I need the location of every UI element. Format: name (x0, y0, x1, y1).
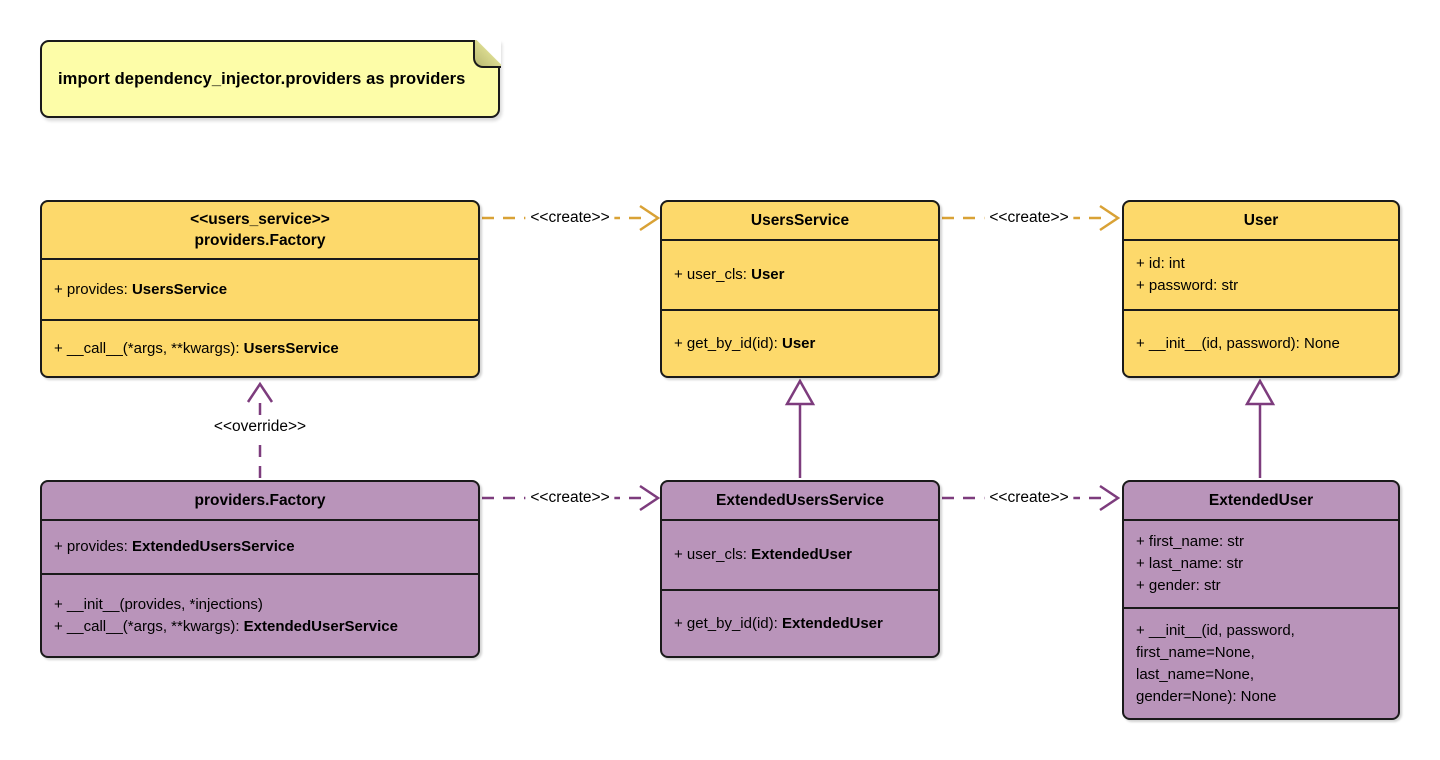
class-methods: + get_by_id(id): User (662, 309, 938, 376)
class-stereotype: <<users_service>> (190, 211, 330, 228)
hollow-triangle-icon (1244, 378, 1276, 406)
arrowhead-open-icon (1099, 484, 1121, 512)
class-attributes: + provides: ExtendedUsersService (42, 519, 478, 573)
class-attributes: + provides: UsersService (42, 258, 478, 319)
inheritance-arrow-user (1244, 378, 1276, 478)
edge-label-create: <<create>> (525, 209, 615, 227)
member-line: + last_name: str (1136, 555, 1244, 572)
member-line: + __init__(id, password): None (1136, 334, 1340, 352)
import-note-text: import dependency_injector.providers as … (58, 69, 466, 88)
member-line: + gender: str (1136, 577, 1221, 594)
import-note: import dependency_injector.providers as … (40, 39, 501, 118)
edge-label-override: <<override>> (208, 418, 312, 436)
arrowhead-open-icon (639, 204, 661, 232)
class-extended-users-service: ExtendedUsersService + user_cls: Extende… (660, 480, 940, 658)
class-header: User (1124, 202, 1398, 239)
class-methods: + get_by_id(id): ExtendedUser (662, 589, 938, 656)
arrowhead-open-icon (1099, 204, 1121, 232)
class-methods: + __call__(*args, **kwargs): UsersServic… (42, 319, 478, 376)
class-attributes: + id: int + password: str (1124, 239, 1398, 309)
member-line: + first_name: str (1136, 533, 1244, 550)
edge-label-create: <<create>> (984, 489, 1074, 507)
class-header: ExtendedUser (1124, 482, 1398, 519)
edge-label-create: <<create>> (984, 209, 1074, 227)
member-line: + id: int (1136, 255, 1185, 272)
member-line: + __call__(*args, **kwargs): ExtendedUse… (54, 617, 398, 635)
class-title: ExtendedUser (1208, 492, 1314, 509)
class-methods: + __init__(id, password, first_name=None,… (1124, 607, 1398, 718)
member-line: + provides: ExtendedUsersService (54, 538, 295, 555)
member-line: + get_by_id(id): User (674, 334, 816, 352)
class-header: providers.Factory (42, 482, 478, 519)
member-line: + __call__(*args, **kwargs): UsersServic… (54, 339, 339, 357)
member-line: + user_cls: User (674, 266, 785, 283)
class-extended-user: ExtendedUser + first_name: str + last_nam… (1122, 480, 1400, 720)
class-attributes: + first_name: str + last_name: str + gende… (1124, 519, 1398, 607)
class-header: UsersService (662, 202, 938, 239)
member-line: last_name=None, (1136, 665, 1254, 683)
member-line: first_name=None, (1136, 643, 1255, 661)
class-title: UsersService (750, 212, 850, 229)
class-title: providers.Factory (194, 232, 326, 249)
member-line: + get_by_id(id): ExtendedUser (674, 614, 883, 632)
member-line: + __init__(id, password, (1136, 621, 1295, 639)
class-methods: + __init__(id, password): None (1124, 309, 1398, 376)
member-line: + __init__(provides, *injections) (54, 595, 263, 613)
note-folded-corner-icon (472, 39, 501, 68)
class-attributes: + user_cls: ExtendedUser (662, 519, 938, 589)
class-header: ExtendedUsersService (662, 482, 938, 519)
class-users-service: UsersService + user_cls: User + get_by_i… (660, 200, 940, 378)
arrowhead-open-icon (639, 484, 661, 512)
member-line: + user_cls: ExtendedUser (674, 546, 852, 563)
hollow-triangle-icon (784, 378, 816, 406)
class-header: <<users_service>> providers.Factory (42, 202, 478, 258)
class-title: providers.Factory (194, 492, 326, 509)
member-line: + password: str (1136, 277, 1239, 294)
inheritance-arrow-users-service (784, 378, 816, 478)
class-methods: + __init__(provides, *injections) + __cal… (42, 573, 478, 656)
class-attributes: + user_cls: User (662, 239, 938, 309)
edge-label-create: <<create>> (525, 489, 615, 507)
member-line: + provides: UsersService (54, 280, 228, 298)
class-factory-extended: providers.Factory + provides: ExtendedUs… (40, 480, 480, 658)
member-line: gender=None): None (1136, 687, 1277, 705)
class-title: ExtendedUsersService (715, 492, 884, 509)
class-user: User + id: int + password: str + __init__… (1122, 200, 1400, 378)
class-factory-users-service: <<users_service>> providers.Factory + pr… (40, 200, 480, 378)
class-title: User (1243, 212, 1279, 229)
arrowhead-open-icon (246, 381, 274, 403)
